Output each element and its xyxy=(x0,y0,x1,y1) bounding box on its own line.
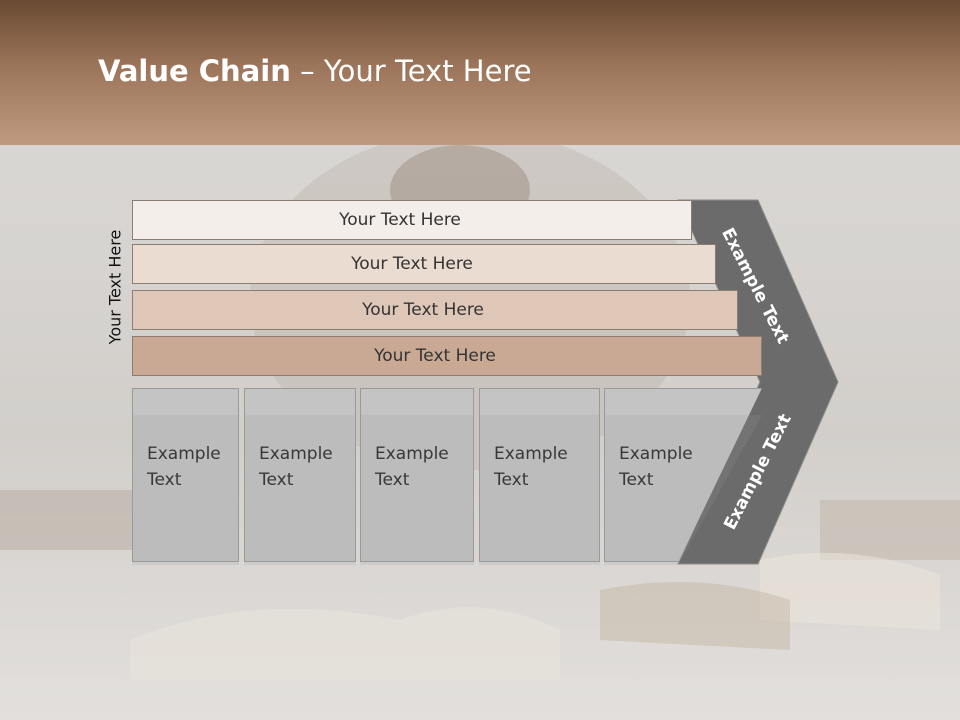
box-line1: Example xyxy=(147,444,221,464)
bar-3: Your Text Here xyxy=(132,290,738,330)
box-line1: Example xyxy=(619,444,693,464)
title-rest: Your Text Here xyxy=(323,54,532,88)
title-separator: – xyxy=(290,54,324,88)
header-banner xyxy=(0,0,960,145)
box-line1: Example xyxy=(375,444,449,464)
bar-1: Your Text Here xyxy=(132,200,692,240)
bar-label: Your Text Here xyxy=(374,346,496,366)
box-line1: Example xyxy=(259,444,333,464)
box-line2: Text xyxy=(147,470,182,490)
box-line1: Example xyxy=(494,444,568,464)
bar-label: Your Text Here xyxy=(339,210,461,230)
bar-4: Your Text Here xyxy=(132,336,762,376)
bar-2: Your Text Here xyxy=(132,244,716,284)
page-title: Value Chain – Your Text Here xyxy=(98,54,532,88)
box-line2: Text xyxy=(375,470,410,490)
box-line2: Text xyxy=(494,470,529,490)
box-line2: Text xyxy=(619,470,654,490)
bar-label: Your Text Here xyxy=(362,300,484,320)
box-line2: Text xyxy=(259,470,294,490)
title-bold: Value Chain xyxy=(98,54,291,88)
bar-label: Your Text Here xyxy=(351,254,473,274)
